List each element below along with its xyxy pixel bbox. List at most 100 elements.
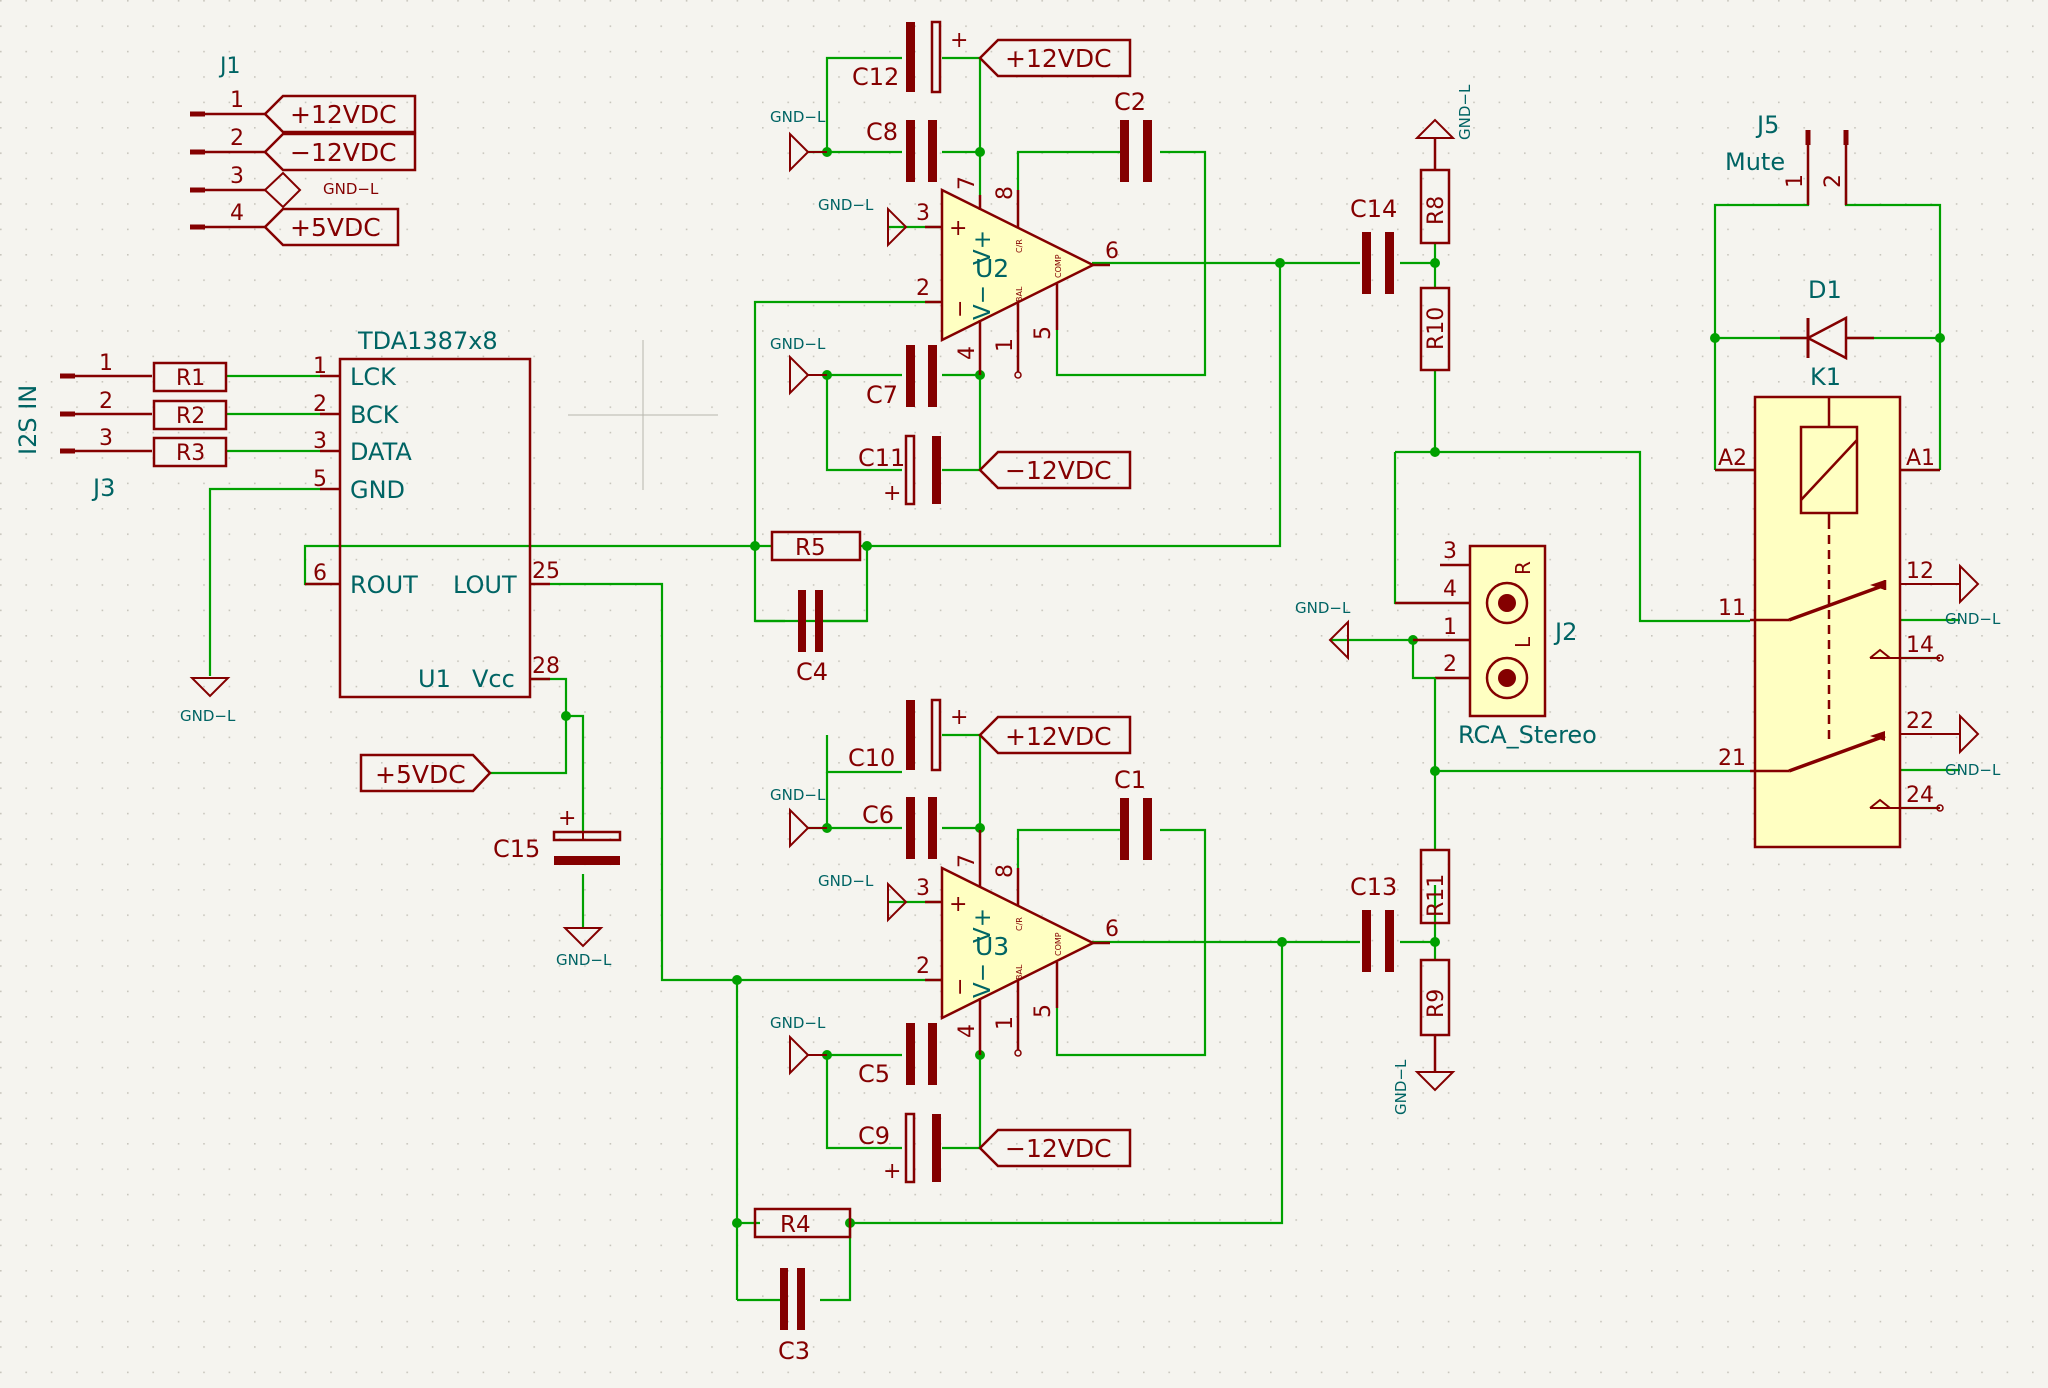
- resistor-r1[interactable]: R1: [152, 361, 228, 393]
- capacitor-c2[interactable]: C2: [1114, 88, 1152, 182]
- c6-ref: C6: [862, 801, 894, 829]
- j3-pin2: 2: [99, 389, 113, 414]
- u3-pin8: 8: [993, 864, 1018, 878]
- gnd-label: GND−L: [1295, 599, 1351, 617]
- u1-pin25-num: 25: [532, 559, 560, 584]
- capacitor-c3[interactable]: C3: [778, 1268, 810, 1365]
- capacitor-c12[interactable]: + C12: [852, 20, 968, 94]
- u1-value: TDA1387x8: [357, 327, 498, 355]
- capacitor-c13[interactable]: C13: [1350, 873, 1397, 972]
- c9-ref: C9: [858, 1122, 890, 1150]
- u1-pin5-name: GND: [350, 476, 405, 504]
- resistor-r8[interactable]: R8: [1419, 138, 1451, 245]
- r9-ref: R9: [1424, 989, 1449, 1018]
- u3-m12-label: −12VDC: [1005, 1134, 1112, 1163]
- resistor-r10[interactable]: R10: [1419, 286, 1451, 372]
- c15-ref: C15: [493, 835, 540, 863]
- j2-rca-stereo[interactable]: R L 3 4 1 2 J2 RCA_Stereo: [1395, 539, 1597, 749]
- u3-pin3: 3: [916, 876, 930, 901]
- capacitor-c1[interactable]: C1: [1114, 766, 1152, 860]
- capacitor-c9[interactable]: + C9: [858, 1112, 941, 1184]
- resistor-r5[interactable]: R5: [770, 530, 862, 562]
- gnd-port-shape: [264, 171, 302, 209]
- gnd-label: GND−L: [180, 707, 236, 725]
- j2-pin2: 2: [1443, 652, 1457, 677]
- capacitor-c7[interactable]: C7: [866, 345, 937, 409]
- u2-bal: BAL: [1015, 286, 1024, 302]
- nc-pin: [1014, 371, 1022, 379]
- r1-ref: R1: [176, 366, 205, 391]
- u1-pin6-num: 6: [313, 561, 327, 586]
- u3-vplus: V+: [970, 908, 996, 943]
- capacitor-c14[interactable]: C14: [1350, 195, 1397, 294]
- c7-ref: C7: [866, 381, 898, 409]
- resistor-r4[interactable]: R4: [753, 1207, 852, 1239]
- j2-pin1: 1: [1443, 615, 1457, 640]
- u3-ref: U3: [975, 932, 1009, 961]
- resistor-r2[interactable]: R2: [152, 399, 228, 431]
- capacitor-c4[interactable]: C4: [796, 590, 828, 686]
- gnd-port-j2: GND−L: [1295, 599, 1351, 661]
- u3-plus: +: [949, 892, 967, 917]
- resistor-r9[interactable]: R9: [1419, 958, 1451, 1072]
- k1-pin-12: 12: [1906, 559, 1934, 584]
- net-label-shape: [263, 94, 417, 134]
- u1-ref: U1: [418, 665, 451, 693]
- opamp-u2[interactable]: + − V+ V− U2 C/R COMP BAL 3 2 6 4 7 8 1 …: [916, 176, 1119, 379]
- relay-k1[interactable]: K1 A2 A1 11 12 14 21 22 24: [1715, 363, 1960, 849]
- gnd-port-u2-pin3: GND−L: [818, 196, 908, 248]
- c15-plus: +: [558, 806, 576, 831]
- u2-ref: U2: [975, 254, 1009, 283]
- capacitor-c8[interactable]: C8: [866, 118, 937, 182]
- resistor-r11[interactable]: R11: [1419, 848, 1451, 925]
- u2-cr: C/R: [1015, 239, 1024, 253]
- j1-pin1: 1: [230, 88, 244, 113]
- gnd-label: GND−L: [1392, 1059, 1410, 1115]
- gnd-port-c5: GND−L: [770, 1014, 827, 1076]
- capacitor-c11[interactable]: + C11: [858, 434, 941, 506]
- j1-connector[interactable]: J1 1 2 3 4 +12VDC −12VDC GND−L +5VDC: [190, 54, 417, 247]
- c11-ref: C11: [858, 444, 905, 472]
- u3-bal: BAL: [1015, 964, 1024, 980]
- opamp-u3[interactable]: + − V+ V− U3 C/R COMP BAL 3 2 6 4 7 8 1 …: [916, 830, 1119, 1057]
- gnd-label: GND−L: [770, 108, 826, 126]
- c13-ref: C13: [1350, 873, 1397, 901]
- u1-pin6-name: ROUT: [350, 571, 418, 599]
- c10-plus: +: [950, 705, 968, 730]
- j1-net-p5: +5VDC: [290, 213, 381, 242]
- j1-net-p12: +12VDC: [290, 100, 397, 129]
- gnd-symbol-r8: GND−L: [1414, 84, 1474, 140]
- j2-ch-r: R: [1511, 561, 1535, 575]
- j2-pin3: 3: [1443, 539, 1457, 564]
- j1-net-m12: −12VDC: [290, 138, 397, 167]
- u2-comp: COMP: [1054, 254, 1063, 278]
- diode-d1[interactable]: D1: [1780, 276, 1874, 361]
- capacitor-c6[interactable]: C6: [862, 797, 937, 859]
- j5-mute-connector[interactable]: J5 Mute 1 2: [1725, 111, 1849, 205]
- capacitor-c10[interactable]: + C10: [848, 698, 968, 772]
- c10-ref: C10: [848, 744, 895, 772]
- u2-pin2: 2: [916, 276, 930, 301]
- gnd-label: GND−L: [818, 872, 874, 890]
- capacitor-c5[interactable]: C5: [858, 1023, 937, 1088]
- u1-pin1-name: LCK: [350, 363, 397, 391]
- c9-plus: +: [883, 1159, 901, 1184]
- j2-pin4: 4: [1443, 577, 1457, 602]
- j2-value: RCA_Stereo: [1458, 721, 1597, 749]
- gnd-label: GND−L: [1456, 84, 1474, 140]
- capacitor-c15[interactable]: + C15: [493, 806, 622, 865]
- u2-pin3: 3: [916, 201, 930, 226]
- j3-connector[interactable]: I2S IN J3 1 2 3: [14, 351, 152, 502]
- net-label-m12: [978, 1128, 1132, 1168]
- u2-pin8: 8: [993, 186, 1018, 200]
- j1-pin2: 2: [230, 126, 244, 151]
- nc-pin: [1014, 1049, 1022, 1057]
- p5-label: +5VDC: [375, 760, 466, 789]
- c14-ref: C14: [1350, 195, 1397, 223]
- u1-tda1387[interactable]: TDA1387x8 1 LCK 2 BCK 3 DATA 5 GND 6 ROU…: [305, 327, 560, 699]
- j1-pin3: 3: [230, 164, 244, 189]
- resistor-r3[interactable]: R3: [152, 436, 228, 468]
- u2-m12-label: −12VDC: [1005, 456, 1112, 485]
- j1-net-gnd: GND−L: [323, 180, 379, 198]
